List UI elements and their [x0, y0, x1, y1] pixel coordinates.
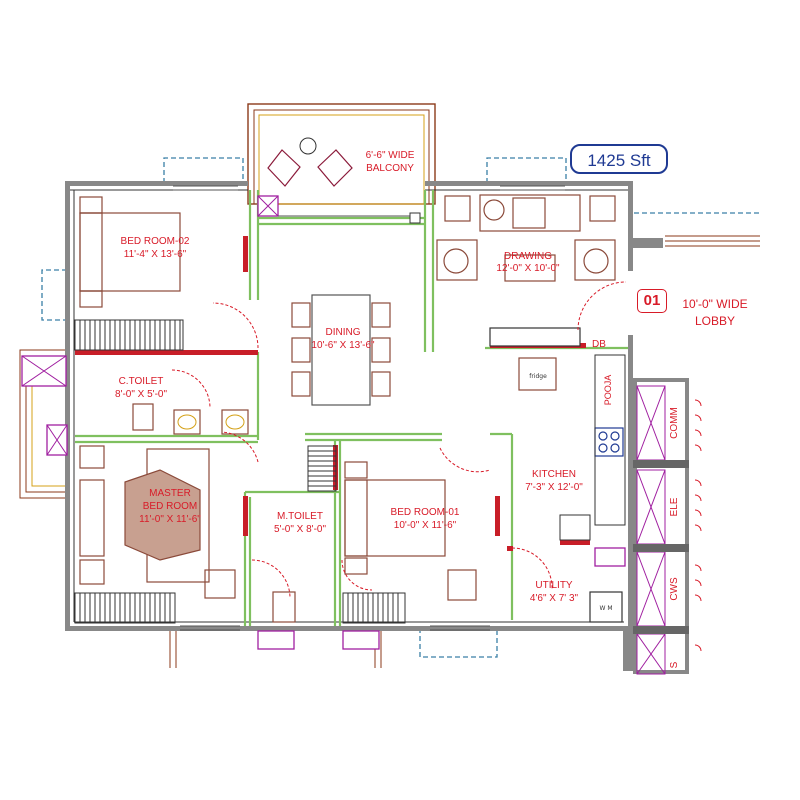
pooja-label: POOJA — [603, 375, 613, 406]
utility-size: 4'6" X 7' 3" — [530, 593, 579, 604]
kitchen-label: KITCHEN — [532, 469, 576, 480]
bedroom02-size: 11'-4" X 13'-6" — [124, 249, 187, 260]
bedroom02-label: BED ROOM-02 — [121, 236, 190, 247]
drawing-label: DRAWING — [504, 251, 552, 262]
master-label-1: MASTER — [149, 488, 191, 499]
area-badge: 1425 Sft — [570, 144, 668, 174]
walls — [65, 181, 663, 671]
lobby-label-1: 10'-0" WIDE — [682, 297, 748, 311]
bedroom01-label: BED ROOM-01 — [391, 507, 460, 518]
bedroom01-size: 10'-0" X 11'-6" — [394, 520, 457, 531]
window-panes — [173, 185, 565, 631]
master-label-2: BED ROOM — [143, 501, 197, 512]
lobby-label: 10'-0" WIDE LOBBY — [670, 296, 760, 330]
lobby-label-2: LOBBY — [694, 314, 736, 328]
balcony-parapet — [247, 103, 436, 205]
mtoilet-size: 5'-0" X 8'-0" — [274, 524, 327, 535]
dining-label: DINING — [326, 327, 361, 338]
ac-ledges — [41, 157, 760, 658]
door-swings — [171, 281, 627, 599]
comm-label: COMM — [669, 407, 680, 439]
stove — [594, 427, 624, 457]
ele-label: ELE — [669, 497, 680, 516]
kitchen-counter — [559, 354, 626, 541]
shafts — [633, 378, 689, 675]
wm-label: W M — [599, 605, 612, 612]
shaft-arcs — [694, 399, 702, 652]
balcony-label-2: BALCONY — [366, 163, 414, 174]
washing-machine — [589, 591, 623, 623]
lobby-railing — [665, 235, 760, 247]
kitchen-size: 7'-3" X 12'-0" — [525, 482, 583, 493]
dining-size: 10'-6" X 13'-6" — [311, 340, 375, 351]
fridge-label: fridge — [529, 373, 547, 380]
ctoilet-label: C.TOILET — [119, 376, 164, 387]
s-label: S — [669, 661, 680, 668]
wardrobes — [74, 319, 406, 624]
furniture — [79, 137, 616, 623]
drawing-size: 12'-0" X 10'-0" — [496, 263, 560, 274]
mtoilet-label: M.TOILET — [277, 511, 323, 522]
lobby-number: 01 — [637, 289, 667, 313]
db-label: DB — [592, 339, 606, 350]
utility-label: UTILITY — [535, 580, 573, 591]
sink-details — [177, 414, 245, 430]
master-size: 11'-0" X 11'-6" — [139, 514, 201, 525]
room-labels: 6'-6" WIDE BALCONY DRAWING 12'-0" X 10'-… — [115, 150, 613, 612]
shaft-labels: COMM ELE CWS S — [669, 407, 680, 668]
ctoilet-size: 8'-0" X 5'-0" — [115, 389, 168, 400]
cws-label: CWS — [669, 577, 680, 601]
balcony-label-1: 6'-6" WIDE — [366, 150, 415, 161]
window-crosses — [21, 195, 279, 456]
